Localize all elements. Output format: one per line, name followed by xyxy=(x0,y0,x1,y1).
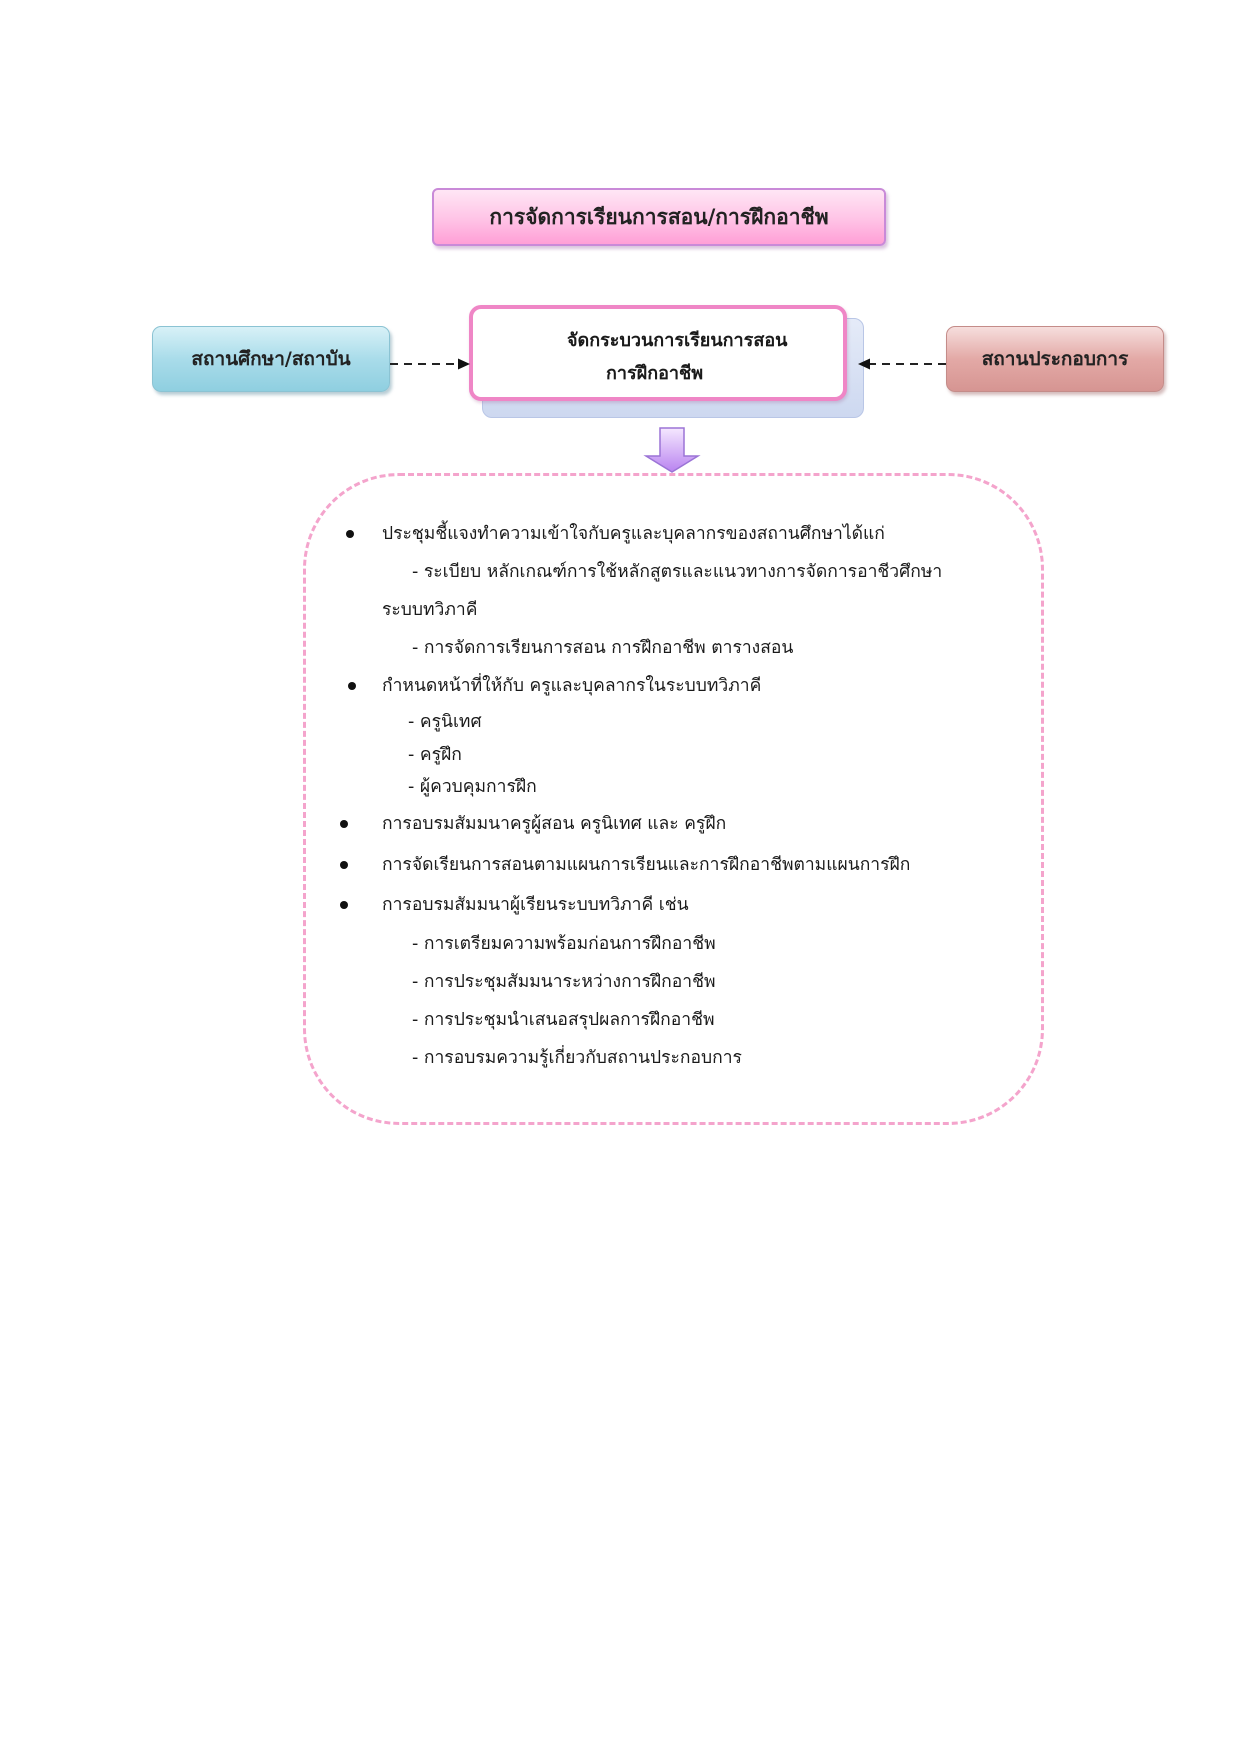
list-item: - การประชุมนำเสนอสรุปผลการฝึกอาชีพ xyxy=(336,1001,996,1039)
list-item-text: - ครูนิเทศ xyxy=(408,712,482,732)
list-item: - ครูฝึก xyxy=(336,739,996,771)
left-dashed-arrow xyxy=(390,358,470,370)
list-item-text: - การอบรมความรู้เกี่ยวกับสถานประกอบการ xyxy=(412,1048,742,1068)
down-arrow-icon xyxy=(643,427,701,473)
institution-box: สถานศึกษา/สถาบัน xyxy=(152,326,390,392)
list-item-text: - ระเบียบ หลักเกณฑ์การใช้หลักสูตรและแนวท… xyxy=(412,562,943,582)
list-item: - การประชุมสัมมนาระหว่างการฝึกอาชีพ xyxy=(336,963,996,1001)
list-item: ระบบทวิภาคี xyxy=(336,591,996,629)
list-item-text: การจัดเรียนการสอนตามแผนการเรียนและการฝึก… xyxy=(382,855,911,875)
activities-list: ประชุมชี้แจงทำความเข้าใจกับครูและบุคลากร… xyxy=(336,515,996,1077)
activities-region xyxy=(303,473,1044,1125)
list-item-text: - ครูฝึก xyxy=(408,745,462,765)
list-item: การอบรมสัมมนาผู้เรียนระบบทวิภาคี เช่น xyxy=(336,885,996,925)
bullet-icon xyxy=(348,682,356,690)
list-item-text: - การประชุมสัมมนาระหว่างการฝึกอาชีพ xyxy=(412,972,716,992)
list-item-text: ประชุมชี้แจงทำความเข้าใจกับครูและบุคลากร… xyxy=(382,524,885,544)
enterprise-label: สถานประกอบการ xyxy=(981,348,1129,370)
list-item-text: - การประชุมนำเสนอสรุปผลการฝึกอาชีพ xyxy=(412,1010,715,1030)
list-item: - ครูนิเทศ xyxy=(336,705,996,739)
bullet-icon xyxy=(346,530,354,538)
list-item-text: การอบรมสัมมนาผู้เรียนระบบทวิภาคี เช่น xyxy=(382,895,689,915)
right-dashed-arrow xyxy=(858,358,946,370)
list-item: - การจัดการเรียนการสอน การฝึกอาชีพ ตาราง… xyxy=(336,629,996,667)
list-item-text: - การเตรียมความพร้อมก่อนการฝึกอาชีพ xyxy=(412,934,716,954)
enterprise-box: สถานประกอบการ xyxy=(946,326,1164,392)
center-process-box xyxy=(469,305,847,401)
list-item-text: ระบบทวิภาคี xyxy=(382,600,478,620)
title-text: การจัดการเรียนการสอน/การฝึกอาชีพ xyxy=(489,204,829,229)
list-item: - ระเบียบ หลักเกณฑ์การใช้หลักสูตรและแนวท… xyxy=(336,553,996,591)
list-item: - การเตรียมความพร้อมก่อนการฝึกอาชีพ xyxy=(336,925,996,963)
list-item-text: การอบรมสัมมนาครูผู้สอน ครูนิเทศ และ ครูฝ… xyxy=(382,814,727,834)
center-text-line2: การฝึกอาชีพ xyxy=(606,363,704,384)
list-item: - ผู้ควบคุมการฝึก xyxy=(336,771,996,803)
list-item: การอบรมสัมมนาครูผู้สอน ครูนิเทศ และ ครูฝ… xyxy=(336,803,996,845)
center-text-line1: จัดกระบวนการเรียนการสอน xyxy=(567,330,788,351)
list-item: การจัดเรียนการสอนตามแผนการเรียนและการฝึก… xyxy=(336,845,996,885)
list-item: กำหนดหน้าที่ให้กับ ครูและบุคลากรในระบบทว… xyxy=(336,667,996,705)
bullet-icon xyxy=(340,820,348,828)
institution-label: สถานศึกษา/สถาบัน xyxy=(191,348,351,370)
title-box: การจัดการเรียนการสอน/การฝึกอาชีพ xyxy=(432,188,886,246)
list-item: - การอบรมความรู้เกี่ยวกับสถานประกอบการ xyxy=(336,1039,996,1077)
list-item: ประชุมชี้แจงทำความเข้าใจกับครูและบุคลากร… xyxy=(336,515,996,553)
bullet-icon xyxy=(340,901,348,909)
list-item-text: - ผู้ควบคุมการฝึก xyxy=(408,777,537,797)
list-item-text: - การจัดการเรียนการสอน การฝึกอาชีพ ตาราง… xyxy=(412,638,794,658)
bullet-icon xyxy=(340,861,348,869)
list-item-text: กำหนดหน้าที่ให้กับ ครูและบุคลากรในระบบทว… xyxy=(382,676,762,696)
